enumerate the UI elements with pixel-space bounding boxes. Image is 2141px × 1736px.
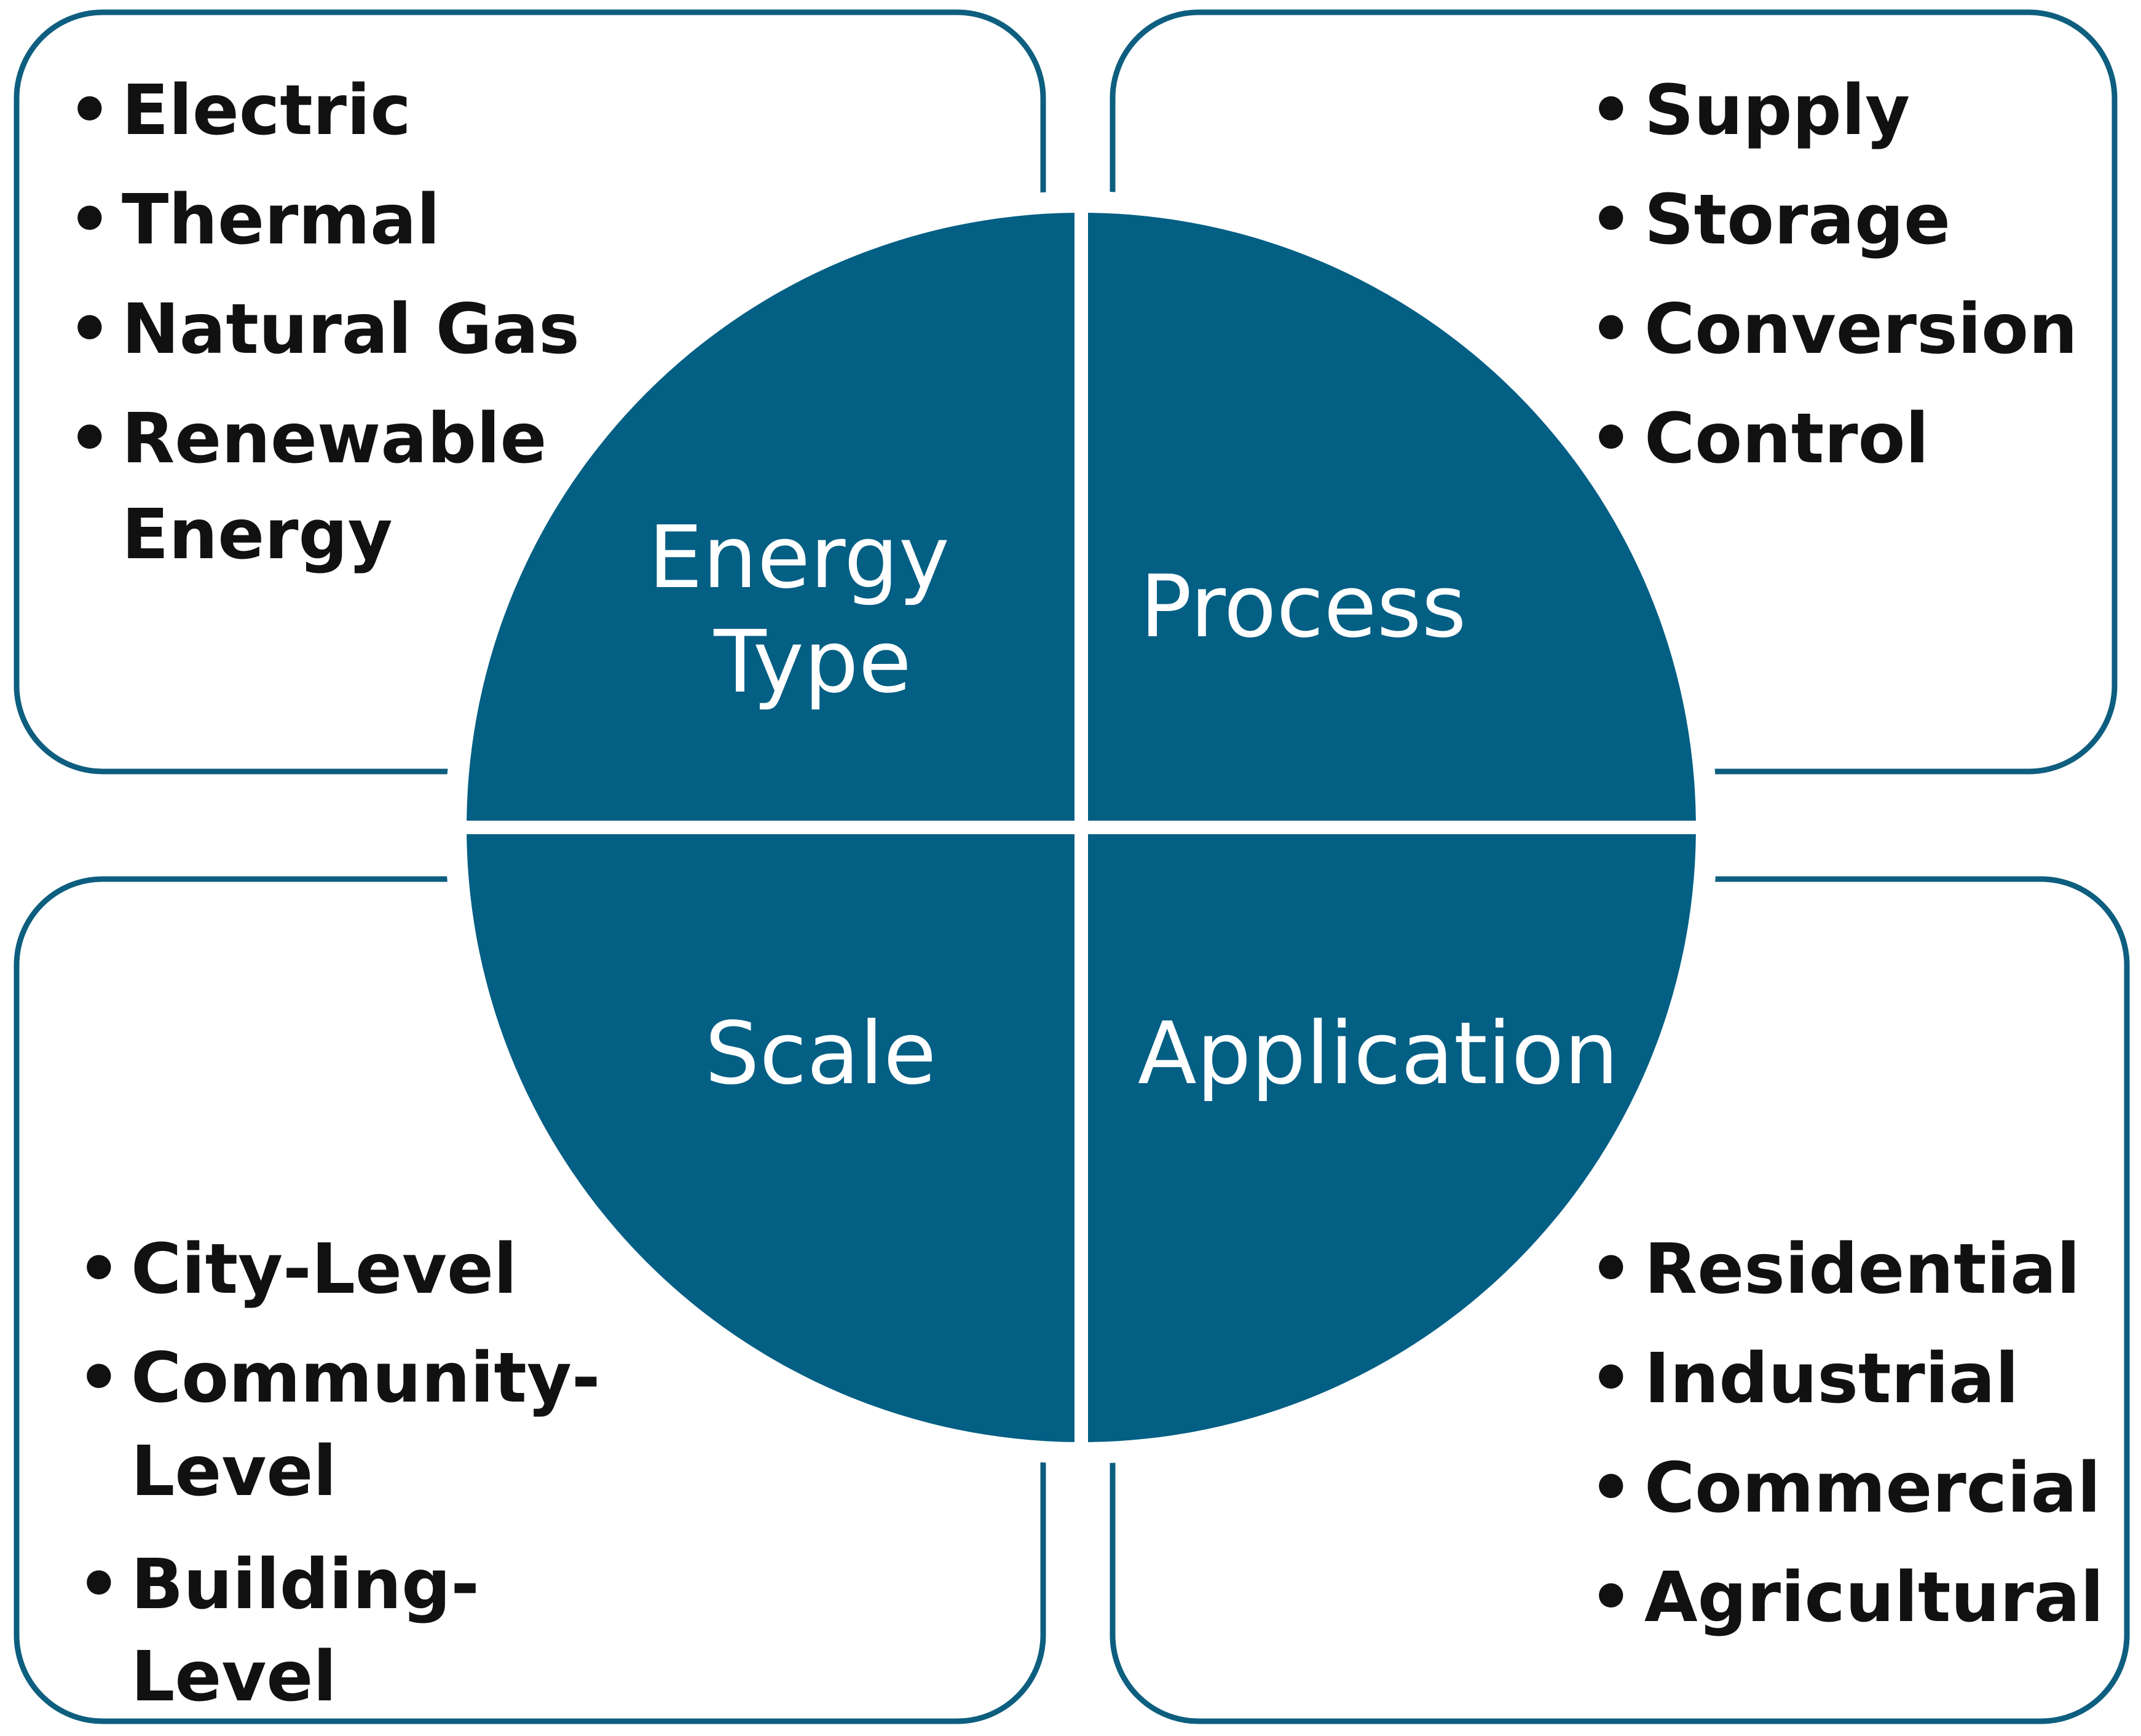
quadrant-energy-type [467,213,1074,821]
bullet-list-scale: • City-Level • Community- Level • Buildi… [77,1229,600,1717]
bullet-list-energy-type: • Electric • Thermal • Natural Gas • Ren… [68,71,580,575]
quadrant-scale [467,834,1074,1442]
bullet-glyph: • [1589,399,1633,479]
bullet-glyph: • [68,290,112,369]
bullet-glyph: • [77,1229,121,1309]
bullet-item: Natural Gas [122,290,580,369]
quadrant-label-line: Application [1138,1004,1619,1104]
bullet-item: Industrial [1644,1339,2019,1419]
bullet-glyph: • [1589,71,1633,151]
quadrant-label-line: Energy [649,508,950,608]
bullet-item: Renewable [122,399,546,479]
bullet-glyph: • [68,399,112,479]
bullet-glyph: • [1589,1339,1633,1419]
bullet-item: Commercial [1644,1448,2101,1528]
quadrant-label-line: Scale [705,1004,937,1104]
bullet-glyph: • [77,1545,121,1625]
bullet-glyph: • [1589,1448,1633,1528]
bullet-item: City-Level [131,1229,517,1309]
bullet-item: Residential [1644,1229,2080,1309]
quadrant-label-process: Process [1140,557,1466,657]
bullet-glyph: • [1589,180,1633,260]
bullet-glyph: • [68,71,112,151]
bullet-item: Supply [1644,71,1910,151]
quadrant-group [467,213,1696,1442]
bullet-item-continuation: Level [131,1637,337,1717]
bullet-item: Community- [131,1338,600,1418]
quadrant-label-line: Process [1140,557,1466,657]
quadrant-application [1088,834,1696,1442]
quadrant-label-scale: Scale [705,1004,937,1104]
bullet-item: Electric [122,71,411,151]
quadrant-label-application: Application [1138,1004,1619,1104]
bullet-list-application: • Residential • Industrial • Commercial … [1589,1229,2104,1638]
bullet-item: Agricultural [1644,1558,2104,1638]
bullet-glyph: • [1589,1558,1633,1638]
bullet-item: Storage [1644,180,1950,260]
bullet-glyph: • [68,180,112,260]
bullet-item: Building- [131,1545,479,1625]
bullet-item: Thermal [122,180,440,260]
quadrant-process [1088,213,1696,821]
bullet-glyph: • [1589,290,1633,369]
bullet-item-continuation: Energy [122,495,393,575]
quadrant-label-energy-type: Energy Type [649,508,977,712]
bullet-item: Conversion [1644,290,2078,369]
bullet-item: Control [1644,399,1929,479]
circle-backing [445,191,1717,1464]
quadrant-label-line: Type [713,612,912,712]
bullet-item-continuation: Level [131,1432,337,1512]
bullet-glyph: • [77,1338,121,1418]
bullet-list-process: • Supply • Storage • Conversion • Contro… [1589,71,2078,479]
bullet-glyph: • [1589,1229,1633,1309]
